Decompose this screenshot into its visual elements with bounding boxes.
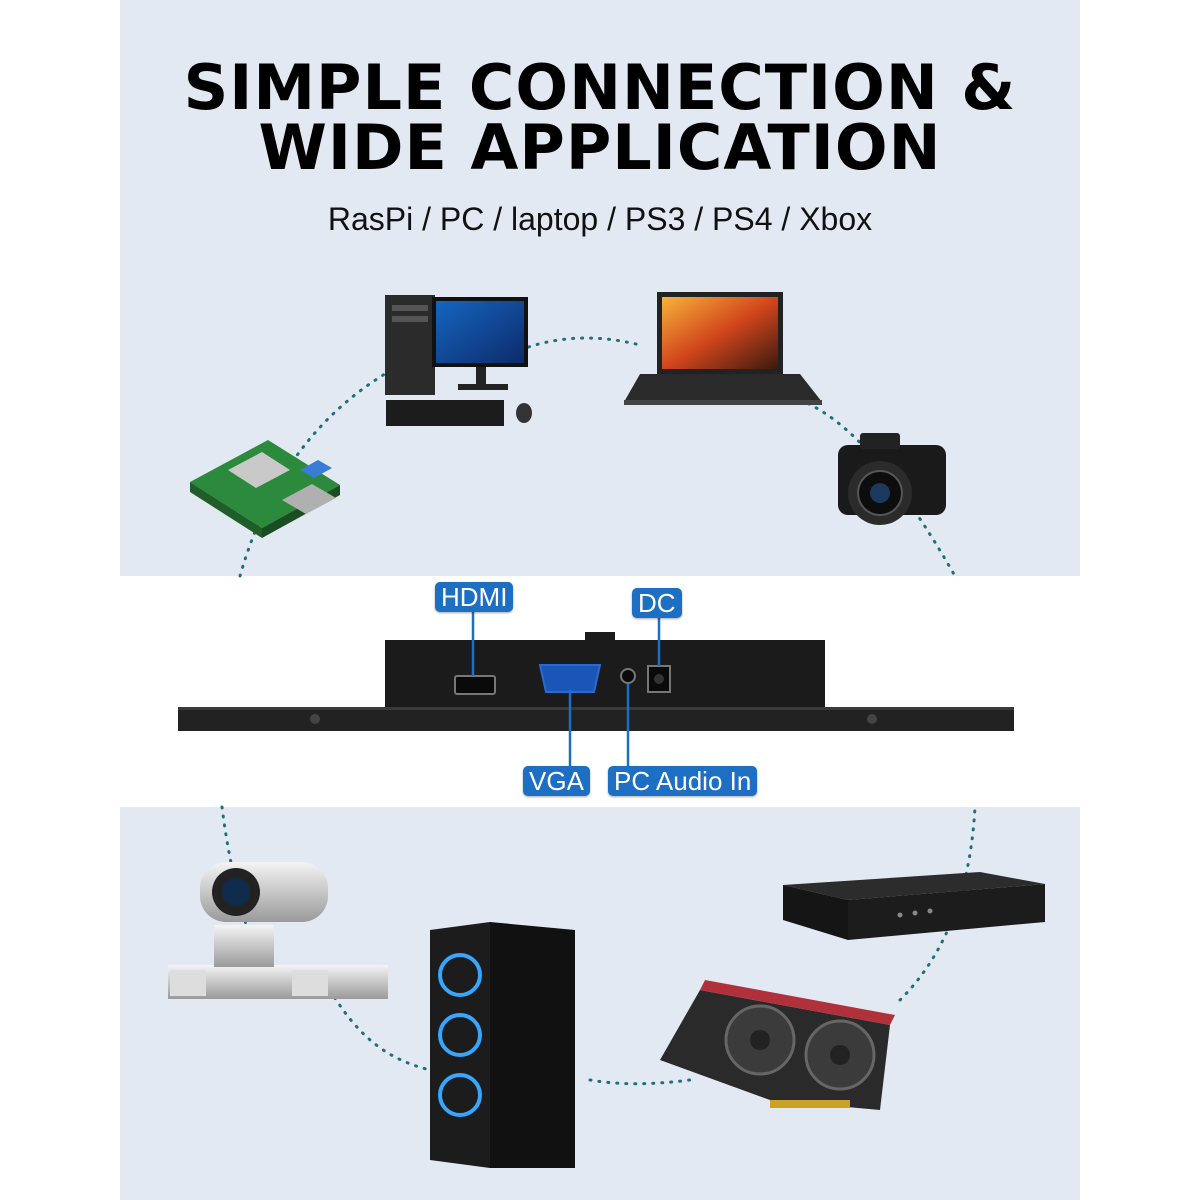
vga-port <box>538 664 602 693</box>
laptop-icon <box>624 292 822 405</box>
camera-icon <box>838 433 946 525</box>
page-title-line-2: WIDE APPLICATION <box>258 111 942 184</box>
raspberry-pi-icon <box>190 440 340 538</box>
pc-audio-in-label: PC Audio In <box>608 766 758 796</box>
page-title-line-1: SIMPLE CONNECTION & <box>183 51 1017 124</box>
connection-lines <box>220 336 977 1086</box>
gaming-tower-icon <box>430 922 575 1168</box>
hdmi-label: HDMI <box>435 582 514 612</box>
port-pointer-lines <box>471 610 661 768</box>
audio-port <box>620 668 636 684</box>
hdmi-port <box>454 675 496 695</box>
subtitle: RasPi / PC / laptop / PS3 / PS4 / Xbox <box>327 201 873 237</box>
graphics-card-icon <box>660 980 895 1110</box>
ptz-camera-icon <box>168 862 388 999</box>
dc-label: DC <box>632 588 682 618</box>
set-top-box-icon <box>783 872 1045 940</box>
pc-desktop-icon <box>385 295 532 426</box>
vga-label: VGA <box>523 766 590 796</box>
monitor-back <box>178 632 1014 731</box>
